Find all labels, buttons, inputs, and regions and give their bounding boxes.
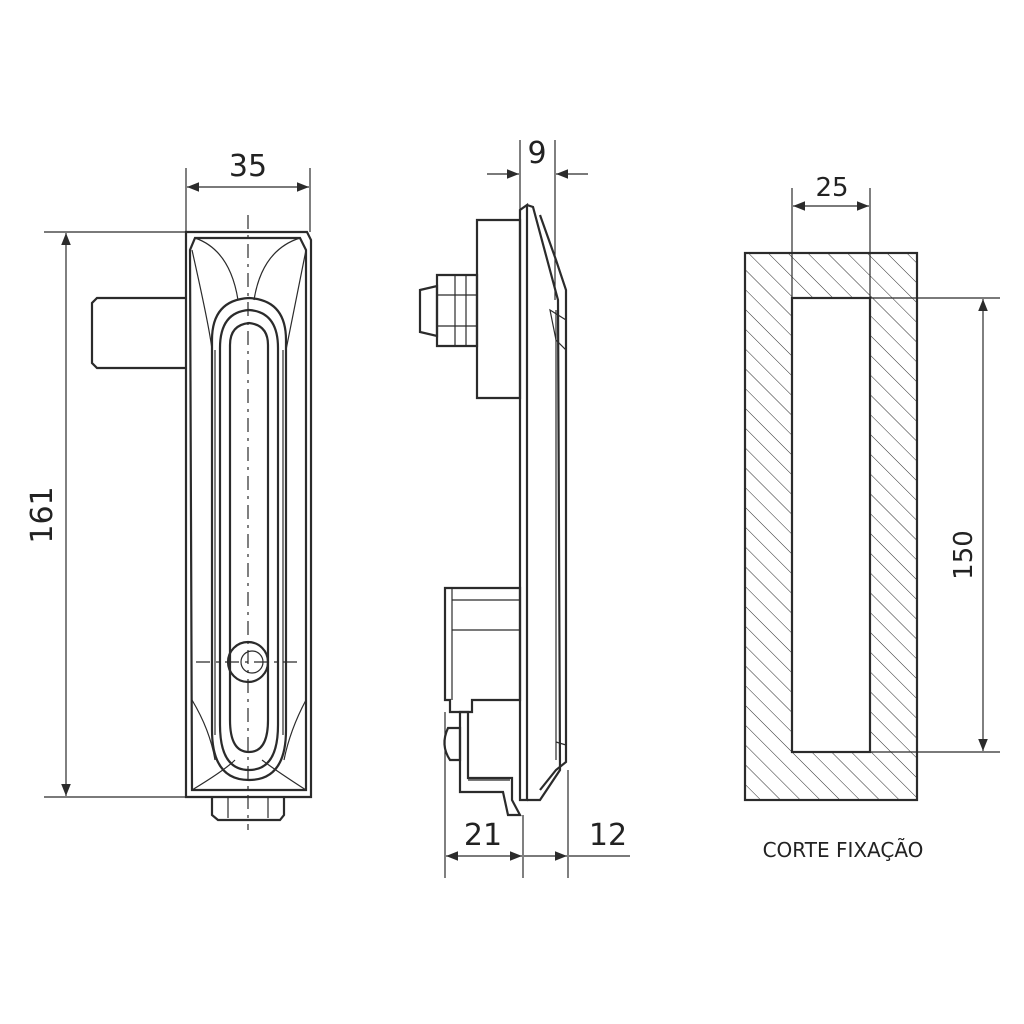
front-height-label: 161 — [25, 486, 60, 543]
front-width-label: 35 — [229, 149, 267, 184]
side-view: 9 21 12 — [418, 136, 630, 878]
front-view: 35 161 — [25, 149, 313, 830]
side-front-depth-label: 12 — [589, 818, 627, 853]
side-back-depth-label: 21 — [464, 818, 502, 853]
cutout-width-label: 25 — [815, 173, 848, 203]
cutout-section: 25 150 CORTE FIXAÇÃO — [743, 173, 1000, 862]
cutout-height-label: 150 — [949, 530, 979, 580]
side-depth-top-label: 9 — [527, 136, 546, 171]
cutout-caption: CORTE FIXAÇÃO — [763, 838, 924, 862]
